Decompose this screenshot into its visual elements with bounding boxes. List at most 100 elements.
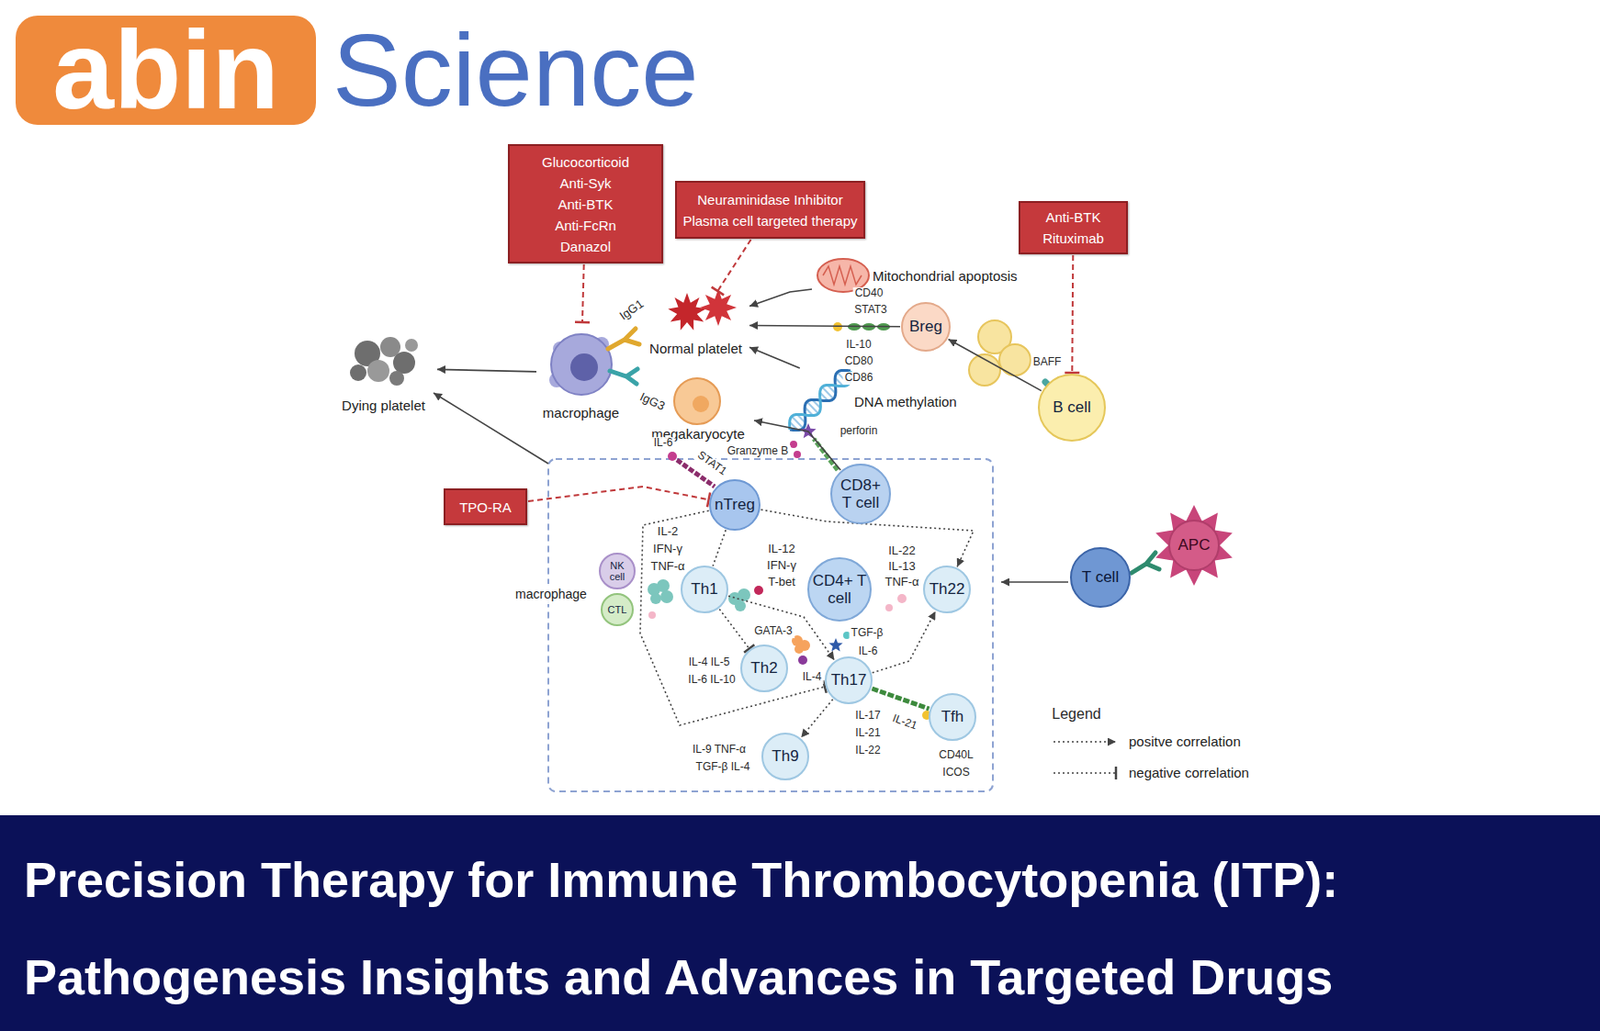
antibody-symbol <box>1131 552 1160 574</box>
il6-receptor <box>667 451 677 462</box>
molecule-label: IL-6 <box>652 437 676 451</box>
molecule-label: IL-22 <box>853 744 882 758</box>
cytokine-blob <box>660 590 674 604</box>
cell-circle: CTL <box>600 593 634 627</box>
node-text: Anti-BTK <box>557 193 613 215</box>
macrophage-picture <box>551 334 612 395</box>
title-band <box>0 815 1600 1031</box>
connector <box>712 529 726 566</box>
cd8-receptor <box>789 440 798 449</box>
molecule-label: IL-4 <box>800 671 824 685</box>
node-text: B cell <box>1052 398 1092 417</box>
connector <box>749 347 800 369</box>
node-text: Glucocorticoid <box>541 151 630 173</box>
logo-box: abin <box>15 15 316 125</box>
node-text: macrophage <box>542 405 620 421</box>
molecule-label: TGF-β IL-4 <box>694 761 753 775</box>
cd8-receptor <box>813 439 838 471</box>
drug-box: Neuraminidase InhibitorPlasma cell targe… <box>675 180 866 239</box>
cd8-receptor <box>789 439 838 471</box>
node-text: Dying platelet <box>341 397 426 414</box>
node-text: CD8+ T cell <box>834 476 887 512</box>
antibody-symbol <box>608 328 640 384</box>
node-text: Mitochondrial apoptosis <box>872 268 1018 284</box>
molecule-label: IL-17 <box>853 709 882 723</box>
cell-circle: B cell <box>1037 373 1106 442</box>
mitochondria-node: Mitochondrial apoptosis <box>812 254 1034 297</box>
connector <box>719 609 749 650</box>
cell-circle: Th9 <box>761 732 810 781</box>
molecule-label: IFN-γ <box>765 559 799 574</box>
connector <box>749 289 812 306</box>
node-text: Neuraminidase Inhibitor <box>697 189 843 211</box>
node-text: Th22 <box>929 580 966 598</box>
molecule-label: T-bet <box>766 575 798 590</box>
dying-platelet-picture <box>349 364 367 382</box>
molecule-label: IL-2 <box>655 525 680 540</box>
node-text: CTL <box>608 604 628 616</box>
molecule-label: IL-6 <box>856 645 880 659</box>
connector <box>800 699 833 738</box>
node-text: Th2 <box>750 659 778 677</box>
legend-sample <box>1053 741 1116 744</box>
node-text: abin <box>52 15 280 125</box>
node-text: NK cell <box>603 560 631 584</box>
molecule-label: BAFF <box>1031 356 1064 370</box>
cd8-receptor <box>793 450 801 459</box>
molecule-label: CD40 <box>853 287 886 301</box>
molecule-label: TGF-β <box>849 627 886 641</box>
node-text: macrophage <box>515 586 587 602</box>
molecule-label: IL-9 TNF-α <box>690 743 748 757</box>
node-text: Th9 <box>771 747 799 766</box>
macrophage-node: macrophage <box>537 323 625 423</box>
cytokine-blob <box>650 593 662 605</box>
cell-circle: nTreg <box>709 479 761 531</box>
node-text: Th1 <box>690 580 718 598</box>
molecule-label: IL-21 <box>889 711 921 734</box>
connector <box>872 611 936 674</box>
cytokine-blob <box>648 611 656 620</box>
node-text: Tfh <box>941 708 965 726</box>
cell-circle: Tfh <box>928 693 977 742</box>
connector <box>1070 255 1074 373</box>
cytokine-blob <box>734 600 746 612</box>
cell-circle: CD8+ T cell <box>830 463 891 525</box>
arrow-line <box>433 393 1069 583</box>
connector <box>582 264 585 323</box>
molecule-label: IgG3 <box>635 389 668 415</box>
cell-picture <box>667 289 1233 653</box>
title-band <box>0 815 1600 1031</box>
molecule-label: GATA-3 <box>752 625 795 639</box>
cytokine-blob <box>897 594 907 604</box>
cell-circle: T cell <box>1070 547 1131 609</box>
node-text: Anti-Syk <box>560 172 612 194</box>
node-text: Th17 <box>831 671 868 689</box>
node-text: CD4+ T cell <box>811 572 868 608</box>
mitochondria-picture <box>822 266 862 285</box>
arrow-line <box>433 393 549 464</box>
node-text: Normal platelet <box>649 340 743 357</box>
banner-title: Precision Therapy for Immune Thrombocyto… <box>23 831 1586 1026</box>
node-text: Rituximab <box>1042 227 1105 249</box>
antibody-symbol <box>609 369 638 384</box>
region-outline <box>548 459 993 792</box>
legend-text: negative correlation <box>1128 765 1250 781</box>
macrophage-node: macrophage <box>512 584 590 605</box>
cell-picture <box>828 638 843 653</box>
legend-text: positve correlation <box>1128 733 1241 750</box>
molecule-label: STAT3 <box>852 304 890 317</box>
cell-picture <box>699 289 737 327</box>
logo-word: Science <box>332 15 699 126</box>
antibody-symbol <box>1131 552 1160 574</box>
connector <box>437 369 537 372</box>
dying-platelet-picture <box>367 360 390 383</box>
cytokine-blob <box>798 655 808 665</box>
platelet-node: Normal platelet <box>642 292 749 359</box>
connector <box>528 486 710 502</box>
cell-circle: APC <box>1168 519 1220 572</box>
cytokine-blob <box>885 604 893 612</box>
dna-helix <box>789 370 852 430</box>
dna-helix <box>789 371 852 430</box>
cytokine-blob <box>737 588 751 602</box>
